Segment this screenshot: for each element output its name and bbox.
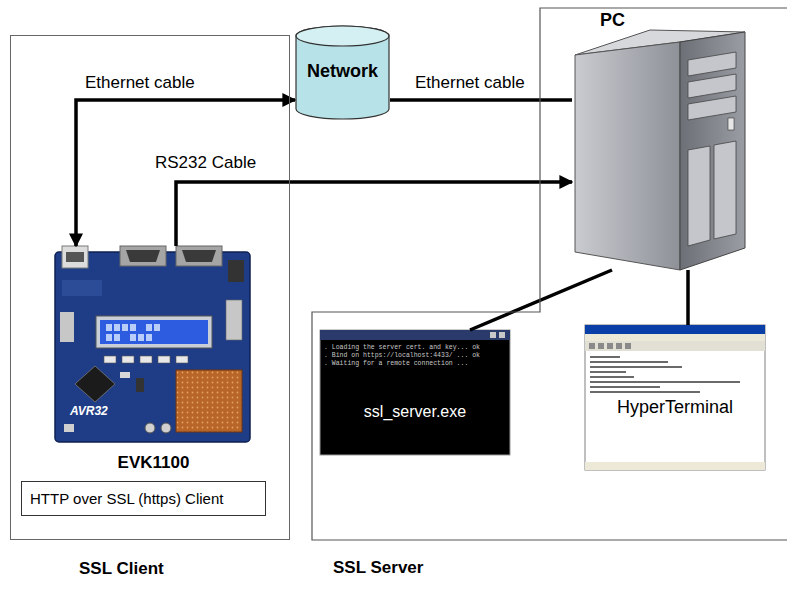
cable-label: RS232 Cable (155, 153, 256, 173)
pc-node: PC (572, 40, 745, 270)
box-label: HTTP over SSL (https) Client (30, 490, 223, 508)
cable-label: Ethernet cable (85, 73, 195, 93)
pc-tower-picture (575, 30, 745, 270)
logo-text: AVR32 (70, 404, 108, 418)
node-label: EVK1100 (56, 453, 251, 473)
console-line: . Loading the server cert. and key... ok (324, 344, 480, 352)
connector-arrow (686, 270, 690, 325)
evk-board-picture (55, 246, 250, 442)
cable-label: Ethernet cable (415, 73, 525, 93)
terminal-node: HyperTerminal (585, 325, 765, 470)
process-box: HTTP over SSL (https) Client (21, 481, 266, 516)
node-label: PC (600, 10, 625, 32)
terminal-screenshot (585, 325, 765, 470)
console-line: . Bind on https://localhost:4433/ ... ok (324, 352, 480, 360)
region-label: SSL Client (79, 559, 164, 579)
connector-arrow (470, 270, 612, 330)
connector-arrow (176, 182, 572, 246)
region-label: SSL Server (333, 558, 423, 578)
window-label: ssl_server.exe (320, 402, 510, 421)
console-line: . Waiting for a remote connection ... (324, 360, 468, 368)
console-screenshot (320, 330, 510, 455)
window-label: HyperTerminal (585, 397, 765, 419)
network-cylinder: Network (295, 25, 390, 120)
connector-arrow (390, 98, 572, 102)
client-region: SSL ClientEVK1100HTTP over SSL (https) C… (10, 35, 290, 540)
connector-arrow (76, 100, 295, 246)
node-label: Network (295, 61, 390, 83)
